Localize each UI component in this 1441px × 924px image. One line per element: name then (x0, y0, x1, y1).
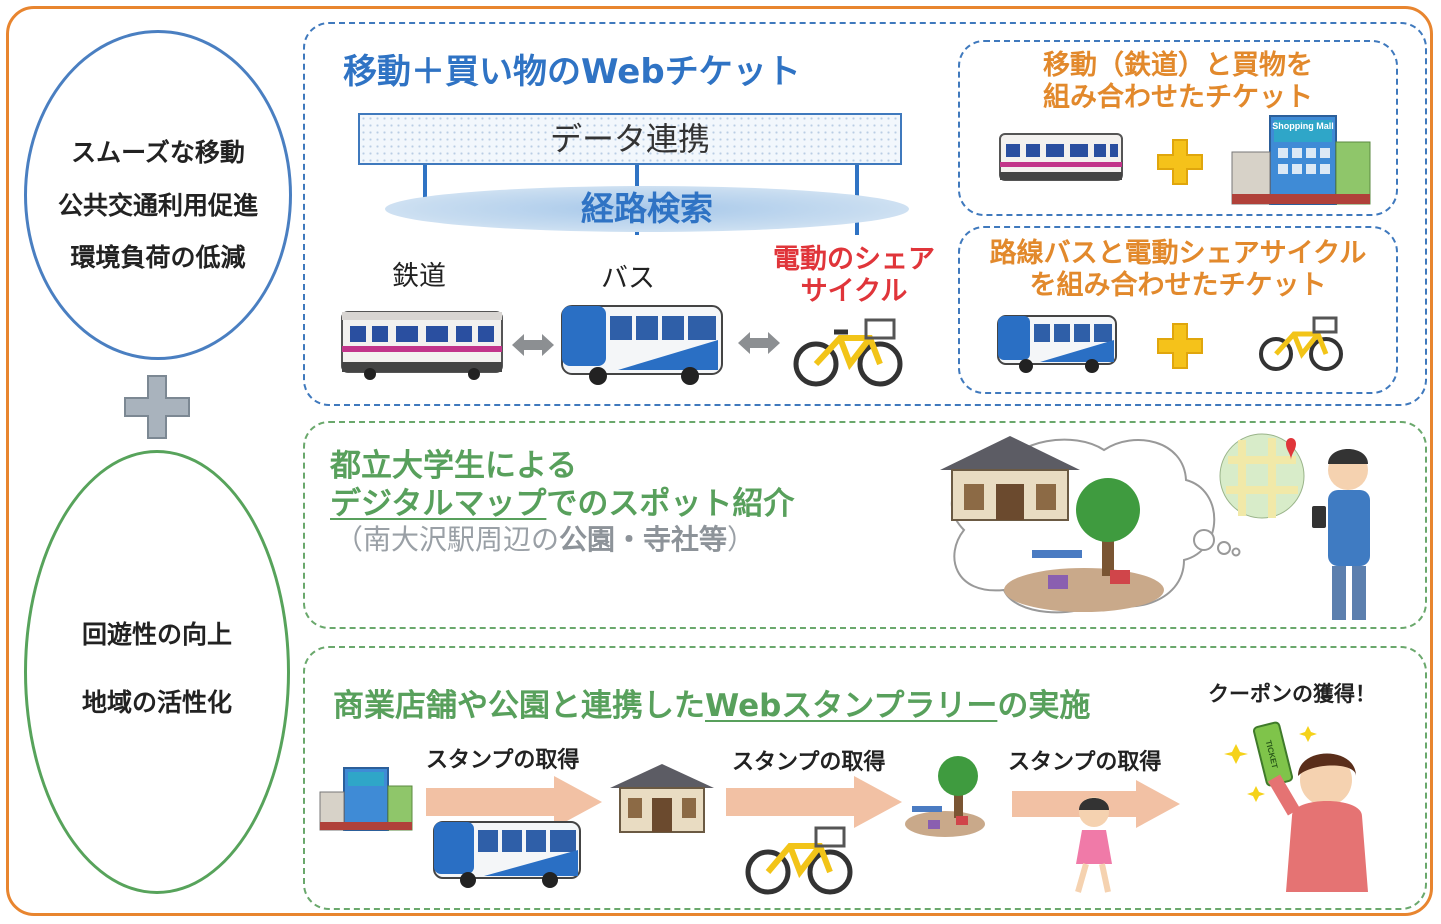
stamp-label-1: スタンプの取得 (426, 748, 580, 773)
stamp-rally-keyword: Webスタンプラリー (705, 688, 998, 724)
web-ticket-panel (303, 22, 1427, 406)
arrow-right-icon (426, 776, 602, 828)
digital-map-paren-text: （南大沢駅周辺の (335, 523, 560, 556)
goal-line: 環境負荷の低減 (70, 243, 246, 272)
mall-sign-text: Shopping Mall (1272, 121, 1334, 131)
caption-line: を組み合わせたチケット (1029, 270, 1327, 301)
shopping-mall-icon: Shopping Mall (1231, 115, 1371, 205)
digital-map-line3: （南大沢駅周辺の公園・寺社等） (335, 518, 755, 558)
goal-line: 公共交通利用促進 (57, 191, 258, 220)
plus-icon (1157, 323, 1203, 369)
bicycle-icon (1259, 316, 1343, 371)
caption-line: 路線バスと電動シェアサイクル (989, 238, 1367, 269)
goal-ellipse-revitalization: 回遊性の向上 地域の活性化 (24, 450, 290, 894)
mode-label-line: 電動のシェア (773, 244, 935, 275)
outer-frame (6, 6, 1433, 916)
shopping-mall-icon (319, 767, 413, 831)
bus-icon (561, 305, 723, 385)
stamp-rally-panel (303, 646, 1427, 910)
ticket-rail-shopping-caption: 移動（鉄道）と買物を 組み合わせたチケット (960, 50, 1396, 114)
route-search-oval: 経路検索 (385, 186, 909, 232)
child-walking-icon (1075, 797, 1112, 893)
bicycle-icon (745, 826, 853, 895)
coupon-label: クーポンの獲得！ (1208, 682, 1376, 706)
digital-map-spots: 公園・寺社等 (559, 523, 728, 556)
mode-label-bus: バス (601, 263, 655, 294)
data-link-box: データ連携 (358, 113, 902, 165)
ticket-bus-cycle-caption: 路線バスと電動シェアサイクル を組み合わせたチケット (960, 238, 1396, 302)
ticket-bus-cycle-panel (958, 226, 1398, 394)
temple-icon (610, 764, 714, 833)
stamp-label-2: スタンプの取得 (732, 750, 886, 775)
arrow-right-icon (726, 776, 902, 828)
train-icon (341, 311, 503, 380)
bus-icon (433, 821, 581, 888)
mode-label-share-cycle: 電動のシェア サイクル (768, 244, 940, 308)
goal-line: 回遊性の向上 (81, 620, 232, 649)
digital-map-rest: でのスポット紹介 (546, 486, 795, 522)
caption-line: 移動（鉄道）と買物を (1043, 50, 1313, 81)
digital-map-panel (303, 421, 1427, 629)
park-icon (905, 756, 985, 837)
ticket-rail-shopping-panel (958, 40, 1398, 216)
mode-label-line: サイクル (800, 276, 908, 307)
goal-line: 地域の活性化 (81, 688, 232, 717)
goal-line: スムーズな移動 (71, 138, 245, 167)
stamp-rally-title-part: 商業店舗や公園と連携した (333, 688, 705, 724)
goal-ellipse-mobility: スムーズな移動 公共交通利用促進 環境負荷の低減 (24, 30, 292, 360)
connector-line (423, 165, 427, 209)
plus-icon (124, 375, 190, 439)
stamp-rally-title-part: の実施 (997, 688, 1091, 724)
bus-icon (997, 315, 1117, 373)
plus-icon (1157, 139, 1203, 185)
double-arrow-icon (512, 334, 554, 356)
digital-map-line1: 都立大学生による (330, 448, 578, 484)
bicycle-icon (793, 318, 903, 387)
digital-map-line2: デジタルマップでのスポット紹介 (330, 478, 794, 523)
digital-map-paren-close: ） (727, 523, 756, 556)
digital-map-keyword: デジタルマップ (330, 486, 547, 522)
mode-label-rail: 鉄道 (392, 261, 446, 292)
web-ticket-title: 移動＋買い物のWebチケット (343, 52, 801, 92)
double-arrow-icon (738, 332, 780, 354)
woman-with-ticket-icon: TICKET (1224, 721, 1368, 892)
caption-line: 組み合わせたチケット (1043, 82, 1313, 113)
train-icon (999, 133, 1123, 181)
thought-bubble-park-temple (940, 436, 1241, 614)
stamp-rally-title: 商業店舗や公園と連携したWebスタンプラリーの実施 (333, 680, 1090, 725)
person-with-map-icon (1219, 433, 1370, 620)
stamp-label-3: スタンプの取得 (1008, 750, 1162, 775)
